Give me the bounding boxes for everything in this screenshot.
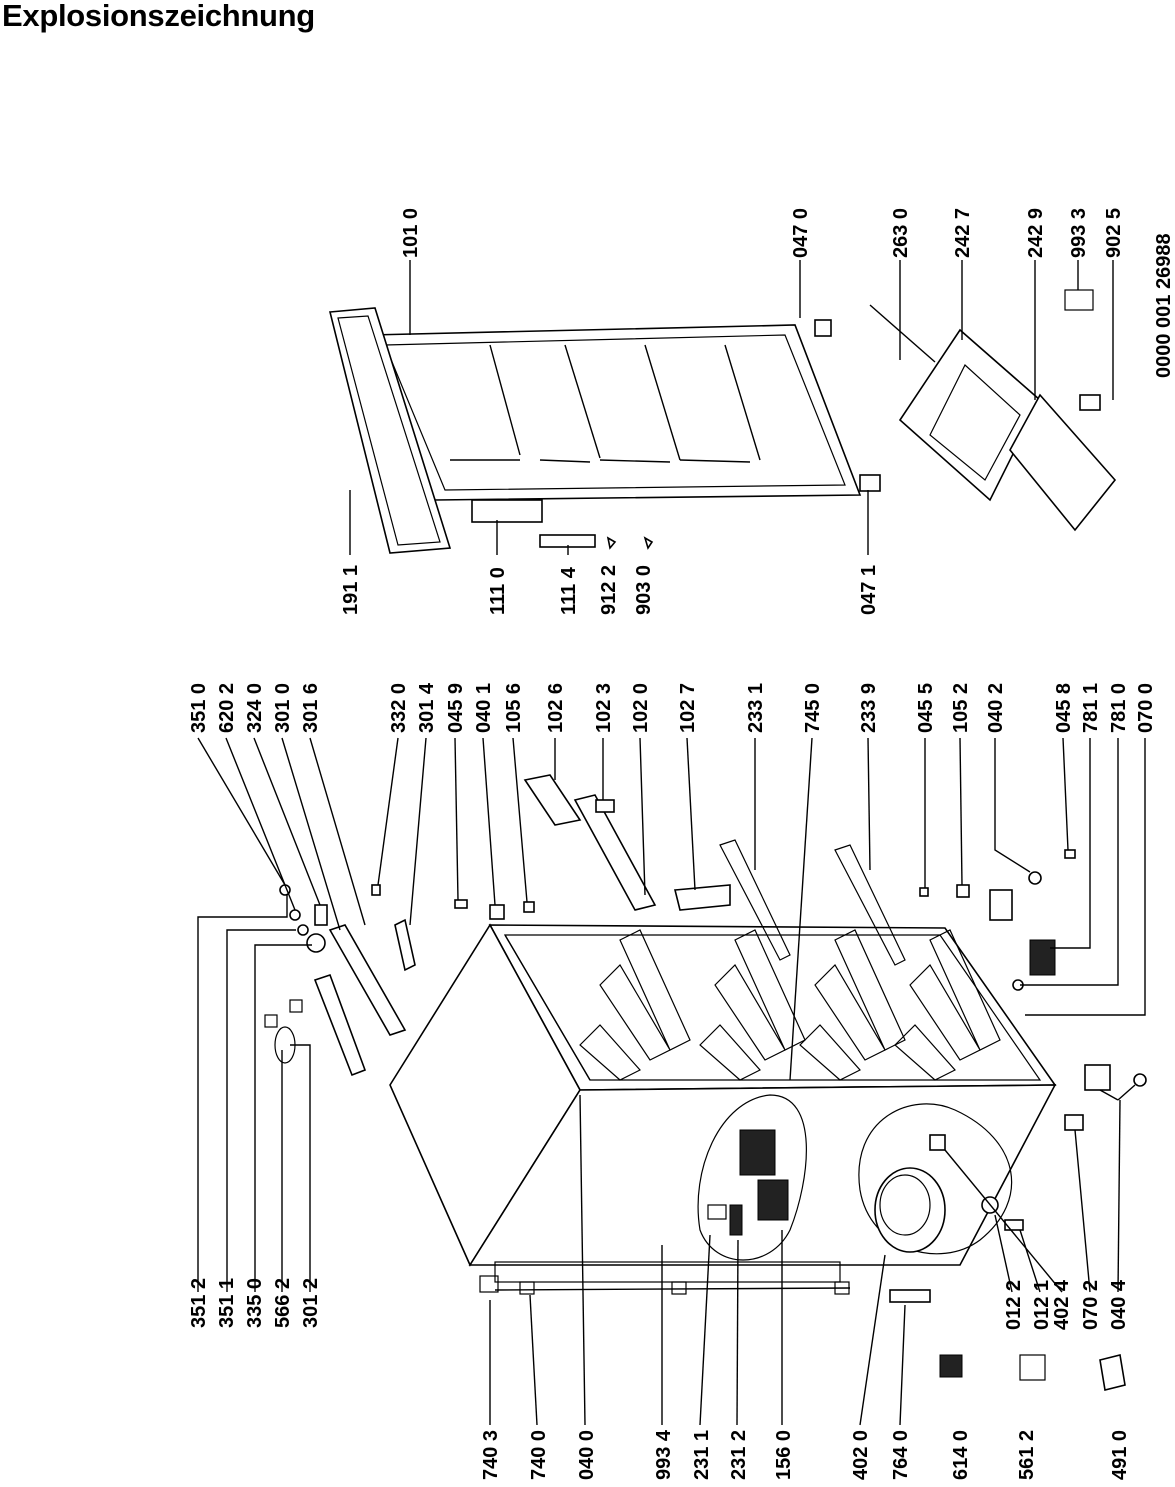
part-label: 263 0 [890,208,912,258]
part-label: 335 0 [244,1278,266,1328]
part-label: 740 3 [480,1430,502,1480]
part-label: 012 2 [1003,1280,1025,1330]
part-label: 301 4 [416,682,438,733]
thermostat-panel [697,1094,807,1261]
part-label: 231 1 [691,1430,713,1480]
freezer-drawers [898,289,1117,532]
door-seal-frame [328,307,452,554]
part-label: 102 3 [593,683,615,733]
part-label: 045 8 [1053,683,1075,733]
part-label: 993 3 [1068,208,1090,258]
shelf-brackets [454,774,1076,991]
part-label: 102 0 [630,683,652,733]
part-label: 040 2 [985,683,1007,733]
part-label: 040 4 [1108,1279,1130,1330]
part-label: 566 2 [272,1278,294,1328]
part-label: 993 4 [653,1429,675,1480]
part-label: 402 4 [1051,1279,1073,1330]
door-small-parts [539,534,654,550]
part-label: 047 0 [790,208,812,258]
wire-shelves [579,929,1001,1081]
part-label: 045 9 [445,683,467,733]
part-label: 903 0 [633,565,655,615]
door-hinges [814,304,936,492]
part-label: 105 6 [503,683,525,733]
control-parts [264,884,416,1077]
part-labels: 351 2 351 1 335 0 566 2 301 2 740 3 740 0 040 0… [188,208,1157,1480]
part-label: 491 0 [1109,1430,1131,1480]
part-label: 324 0 [244,683,266,733]
leader-lines [197,260,1146,1426]
compressor [858,1103,1013,1255]
part-label: 242 9 [1025,208,1047,258]
part-label: 351 1 [216,1278,238,1328]
part-label: 332 0 [388,683,410,733]
part-label: 242 7 [952,208,974,258]
part-label: 070 2 [1080,1280,1102,1330]
part-label: 781 1 [1080,683,1102,733]
part-label: 402 0 [850,1430,872,1480]
feet-and-hinges [889,1064,1147,1391]
part-label: 156 0 [773,1430,795,1480]
part-label: 105 2 [950,683,972,733]
part-label: 101 0 [400,208,422,258]
part-label: 111 4 [558,566,580,615]
part-label: 040 1 [473,683,495,733]
part-label: 561 2 [1016,1430,1038,1480]
part-label: 191 1 [340,565,362,615]
part-label: 012 1 [1031,1280,1053,1330]
part-label: 902 5 [1103,208,1125,258]
part-label: 045 5 [915,683,937,733]
part-label: 070 0 [1135,683,1157,733]
freezer-door [368,324,862,523]
part-label: 764 0 [890,1430,912,1480]
part-label: 047 1 [858,565,880,615]
part-label: 040 0 [576,1430,598,1480]
part-label: 614 0 [950,1430,972,1480]
part-label: 102 7 [677,683,699,733]
part-label: 740 0 [528,1430,550,1480]
part-label: 745 0 [802,683,824,733]
part-label: 912 2 [598,565,620,615]
part-label: 233 9 [858,683,880,733]
part-label: 351 2 [188,1278,210,1328]
part-label: 233 1 [745,683,767,733]
part-label: 301 6 [300,683,322,733]
part-label: 781 0 [1108,683,1130,733]
part-label: 111 0 [487,567,509,615]
cabinet-body [389,923,1057,1267]
page-title: Explosionszeichnung [2,0,315,33]
drawing-number: 0000 001 26988 [1153,233,1175,378]
part-label: 620 2 [216,683,238,733]
part-label: 102 6 [545,683,567,733]
part-label: 301 0 [272,683,294,733]
condenser-grid [479,1261,851,1295]
part-label: 231 2 [728,1430,750,1480]
part-label: 351 0 [188,683,210,733]
part-label: 301 2 [300,1278,322,1328]
